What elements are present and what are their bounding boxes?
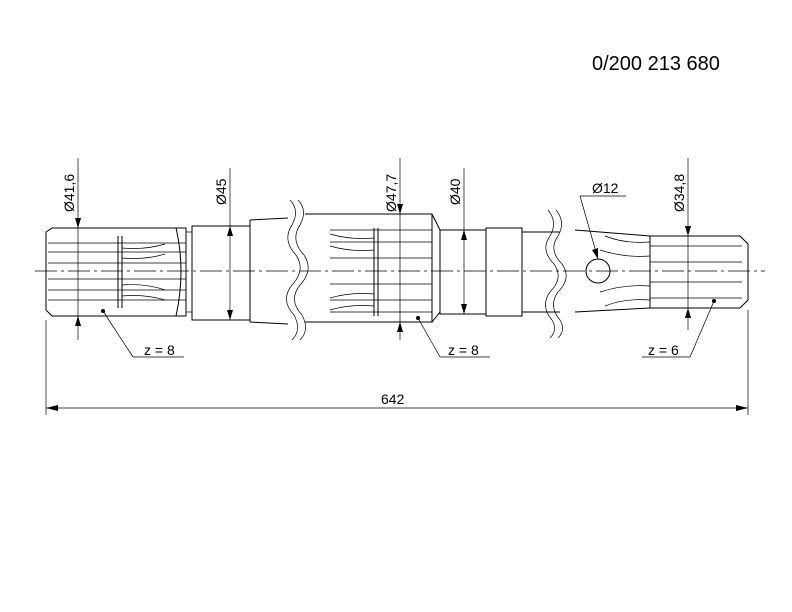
dim-d12: Ø12	[592, 180, 619, 196]
neck-d40	[439, 227, 560, 317]
dim-d45: Ø45	[213, 178, 229, 205]
left-spline-section	[45, 227, 187, 317]
dim-d47-7: Ø47,7	[383, 174, 399, 212]
dim-d34-8: Ø34,8	[671, 174, 687, 212]
right-spline-section	[574, 229, 749, 313]
dim-d41-6: Ø41,6	[61, 174, 77, 212]
middle-section	[249, 213, 441, 325]
break-lines	[286, 199, 567, 341]
dim-d40: Ø40	[447, 178, 463, 205]
dim-overall-length: 642	[381, 391, 405, 407]
collar-d45	[186, 225, 251, 321]
part-number: 0/200 213 680	[592, 53, 720, 75]
spline-label-right: z = 6	[648, 342, 679, 358]
spline-label-left: z = 8	[144, 342, 175, 358]
dimension-lines	[45, 158, 749, 415]
spline-label-middle: z = 8	[448, 342, 479, 358]
